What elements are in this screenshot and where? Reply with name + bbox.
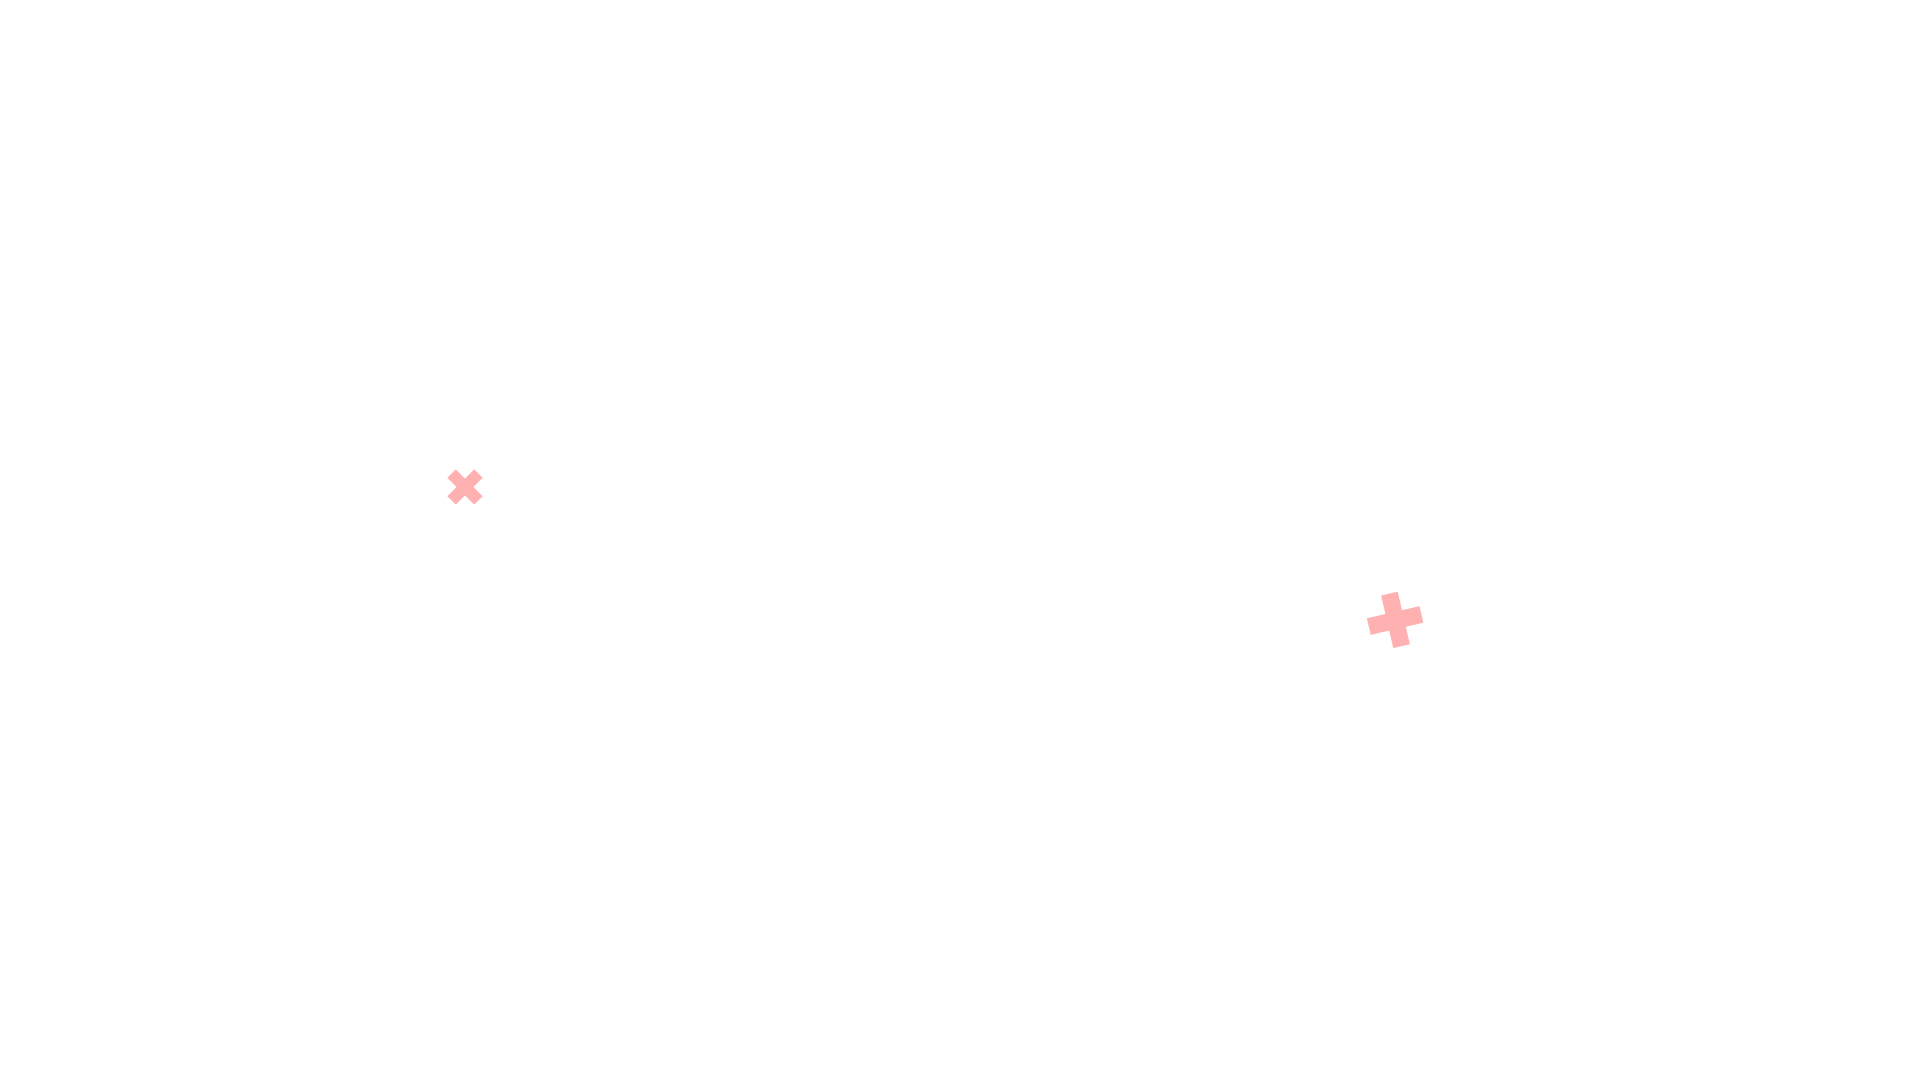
plus-cross-icon [1363, 588, 1428, 653]
x-cross-icon [438, 460, 492, 514]
